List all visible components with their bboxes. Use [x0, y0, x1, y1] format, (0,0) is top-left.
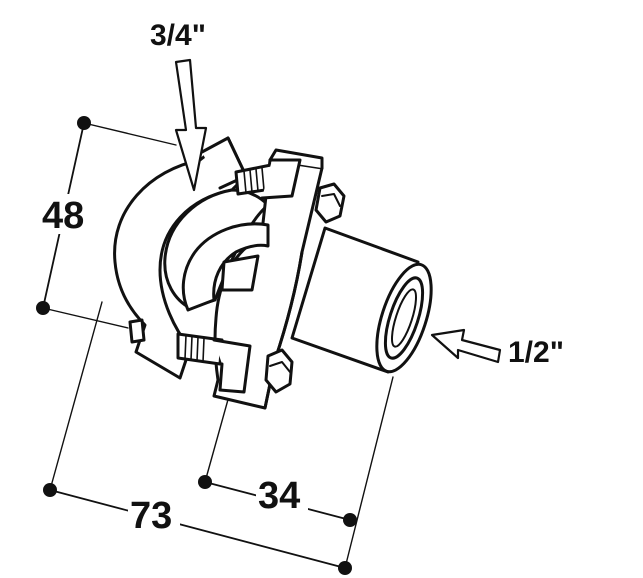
bolt-top [234, 158, 302, 200]
label-pipe-size-top: 3/4" [150, 19, 206, 52]
pipe-thread [391, 288, 417, 348]
arrow-left-icon [430, 328, 502, 364]
flange-bore [181, 222, 270, 312]
bolt-bottom-clip [212, 338, 252, 394]
outlet-pipe [290, 226, 433, 374]
dim-73-right-extension [344, 376, 394, 569]
bolt-bottom-shank [176, 332, 224, 366]
nut-face [314, 182, 346, 224]
label-dim-outlet: 34 [258, 475, 300, 517]
dim-73-left-extension [49, 301, 103, 491]
dim-48-bottom-extension [42, 307, 129, 329]
outlet-hole [220, 254, 260, 292]
bolt-top-clip [260, 158, 302, 200]
dim-dot [43, 483, 57, 497]
hex-nut-bottom [264, 348, 294, 394]
dim-73-line [49, 489, 346, 569]
dim-dot [198, 475, 212, 489]
dim-dot [343, 513, 357, 527]
bolt-stub [128, 318, 146, 344]
bolt-bottom [176, 332, 252, 394]
label-dim-height: 48 [42, 195, 84, 237]
dim-dot [338, 561, 352, 575]
label-pad [128, 494, 180, 532]
nut-face [264, 348, 294, 394]
nut-edge [269, 361, 291, 373]
arrow-down-icon [174, 58, 208, 192]
pipe-end-inner [383, 276, 425, 360]
dim-dot [77, 116, 91, 130]
dim-48-top-extension [83, 122, 177, 146]
bolt-top-threads [243, 167, 265, 194]
nut-edge [321, 193, 341, 207]
dimension-dots [36, 116, 357, 575]
dim-dot [36, 301, 50, 315]
label-pipe-size-side: 1/2" [508, 336, 564, 369]
label-pad [256, 474, 308, 512]
bolt-bottom-threads [184, 334, 205, 363]
label-pad [40, 194, 92, 234]
hex-nut-top [314, 182, 346, 224]
label-dim-total: 73 [130, 495, 172, 537]
